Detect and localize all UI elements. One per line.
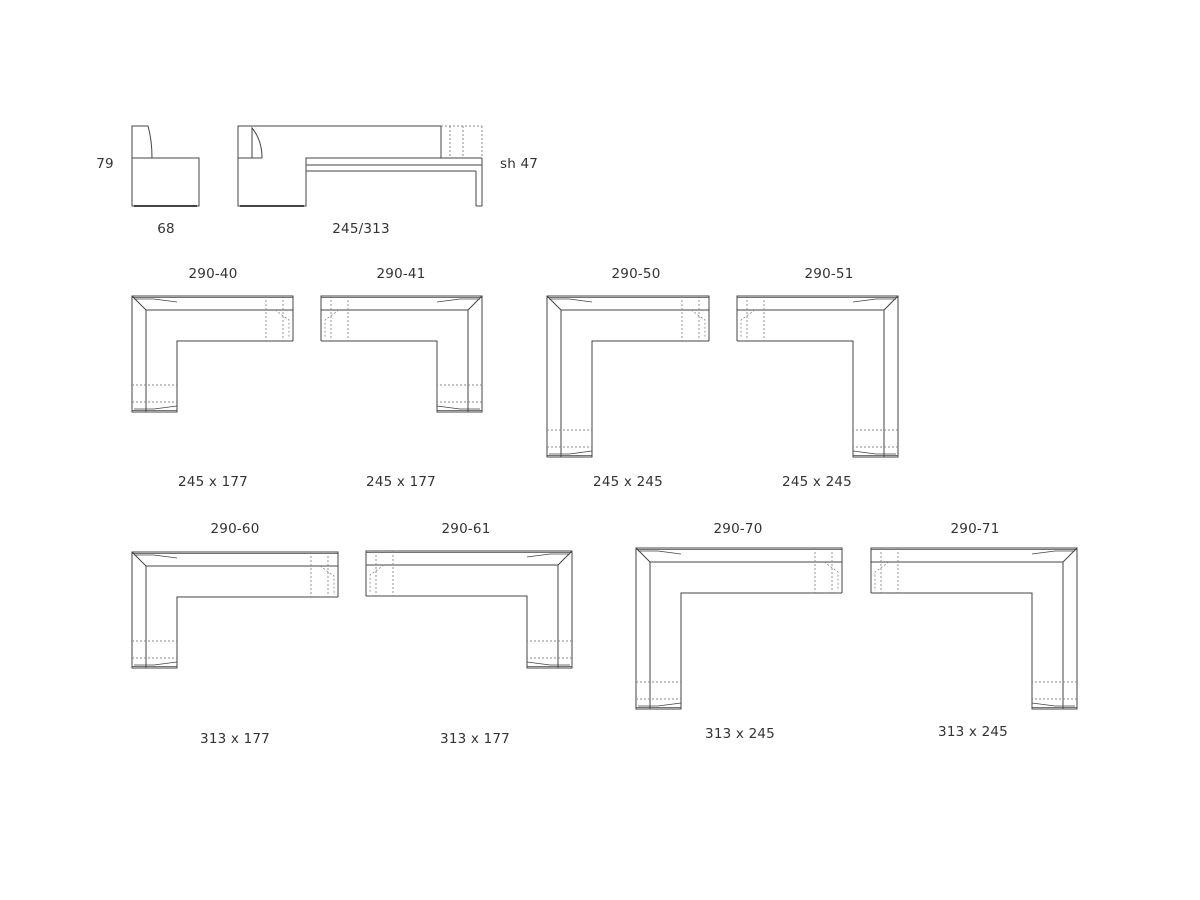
depth-dimension-label: 68 [157,221,175,237]
length-dimension-label: 245/313 [332,221,390,237]
height-dimension-label: 79 [96,156,114,172]
model-code-label: 290-71 [950,521,1000,537]
model-size-label: 313 x 245 [938,724,1008,740]
sofa-plan-290-60 [131,551,339,669]
sofa-plan-290-70 [635,547,843,710]
model-code-label: 290-40 [188,266,238,282]
model-size-label: 245 x 177 [178,474,248,490]
sofa-plan-290-50 [546,295,710,458]
model-size-label: 245 x 177 [366,474,436,490]
seat-height-label: sh 47 [500,156,539,172]
model-code-label: 290-51 [804,266,854,282]
model-size-label: 245 x 245 [782,474,852,490]
sofa-plan-290-61 [365,550,573,669]
model-code-label: 290-60 [210,521,260,537]
model-code-label: 290-50 [611,266,661,282]
model-code-label: 290-41 [376,266,426,282]
model-size-label: 313 x 245 [705,726,775,742]
armchair-side-view [131,125,200,207]
sofa-side-view [237,125,483,207]
sofa-plan-290-41 [320,295,483,413]
model-size-label: 245 x 245 [593,474,663,490]
plan-views [131,295,1078,710]
model-code-label: 290-70 [713,521,763,537]
sofa-plan-290-40 [131,295,294,413]
model-code-label: 290-61 [441,521,491,537]
model-size-label: 313 x 177 [200,731,270,747]
model-size-label: 313 x 177 [440,731,510,747]
sofa-plan-290-51 [736,295,899,458]
sofa-plan-290-71 [870,547,1078,710]
